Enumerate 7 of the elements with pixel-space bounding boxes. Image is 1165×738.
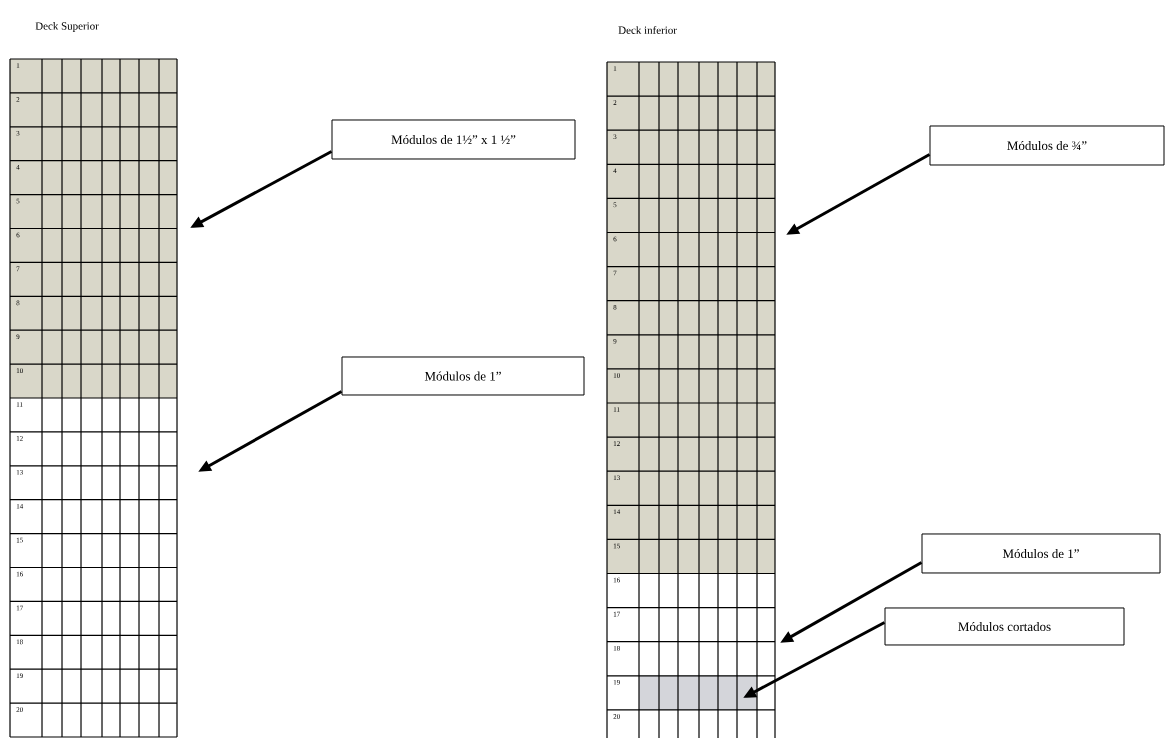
label-box: Módulos de 1½” x 1 ½” [331, 119, 576, 160]
label-box: Módulos de 1” [341, 356, 585, 396]
deck-title: Deck inferior [618, 26, 677, 34]
label-box: Módulos de ¾” [929, 125, 1165, 166]
deck-title: Deck Superior [35, 22, 99, 32]
label-box: Módulos cortados [884, 607, 1125, 646]
label-box: Módulos de 1” [921, 533, 1161, 574]
